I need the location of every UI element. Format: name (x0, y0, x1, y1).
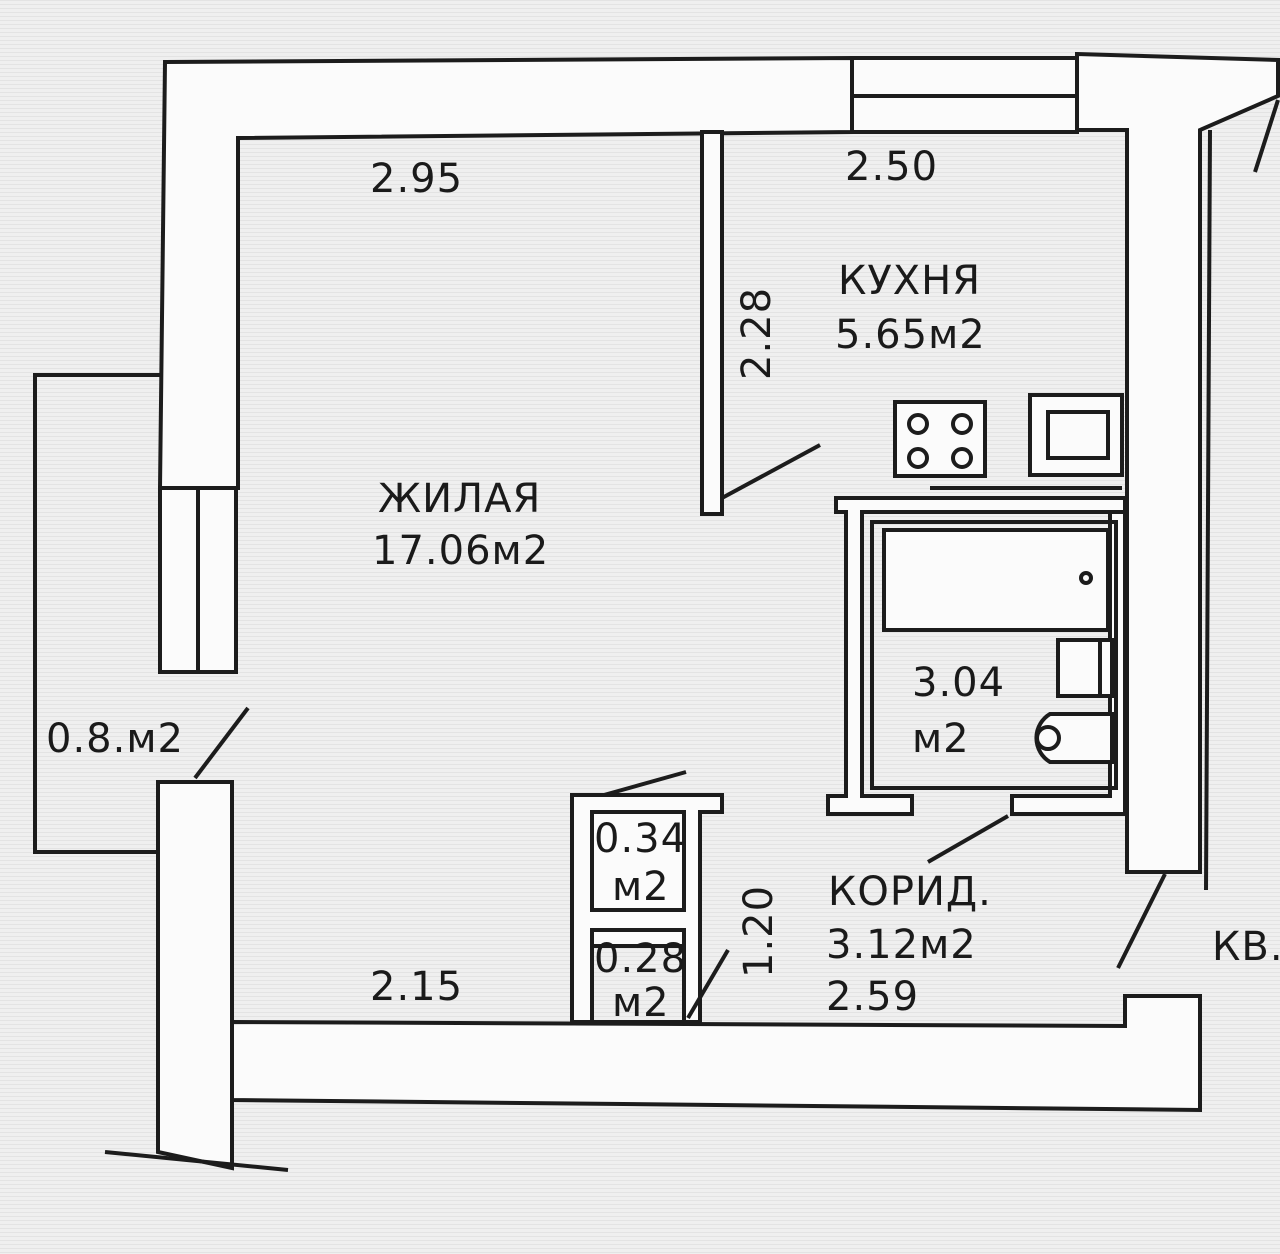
door-entrance (1116, 873, 1167, 969)
dimension-corridor-side: 1.20 (736, 885, 782, 978)
bathtub-drain-icon (1079, 571, 1093, 585)
closet-2-area-value: 0.28 (594, 936, 687, 982)
living-room-area: 17.06м2 (372, 528, 549, 574)
sink-basin-icon (1046, 410, 1110, 460)
dimension-living-top: 2.95 (370, 156, 463, 202)
bathroom-area-value: 3.04 (912, 660, 1005, 706)
wall-edge-east-top (1253, 99, 1280, 173)
bathroom-walls-east (1010, 510, 1127, 816)
dimension-living-bottom: 2.15 (370, 964, 463, 1010)
bathroom-inner (870, 520, 1118, 790)
balcony-outline (33, 373, 160, 854)
stove-burner-icon (951, 447, 973, 469)
stove-burner-icon (907, 447, 929, 469)
toilet-icon (1034, 712, 1114, 764)
corridor-dimension: 2.59 (826, 974, 919, 1020)
living-room-name: ЖИЛАЯ (378, 476, 541, 522)
door-closet-1 (603, 770, 687, 797)
door-balcony (193, 706, 250, 780)
closet-upper-inner (590, 810, 686, 912)
sink-icon (1028, 393, 1124, 477)
outer-wall-south-west (156, 780, 234, 1171)
dimension-kitchen-side: 2.28 (734, 287, 780, 380)
stove-icon (893, 400, 987, 478)
wall-edge-east (1204, 129, 1212, 891)
washbasin-icon (1056, 638, 1114, 698)
apartment-label: КВ. (1212, 924, 1280, 970)
window-north (850, 56, 1079, 98)
window-west-inner (196, 486, 238, 674)
balcony-area: 0.8.м2 (46, 716, 184, 762)
wall-stub-south-west (104, 1150, 289, 1172)
closet-2-area-unit: м2 (612, 980, 670, 1026)
bathroom-area-unit: м2 (912, 716, 970, 762)
partition-living-kitchen (700, 130, 724, 516)
closet-lower-inner (590, 928, 686, 1024)
outer-wall-north-east (1075, 51, 1280, 874)
door-closet-2 (686, 948, 730, 1020)
toilet-bowl-icon (1035, 725, 1061, 751)
stove-burner-icon (951, 413, 973, 435)
kitchen-area: 5.65м2 (835, 312, 986, 358)
stove-burner-icon (907, 413, 929, 435)
kitchen-name: КУХНЯ (838, 258, 981, 304)
dimension-kitchen-top: 2.50 (845, 144, 938, 190)
door-bathroom (927, 814, 1009, 864)
window-west (158, 486, 200, 674)
closet-1-area-unit: м2 (612, 864, 670, 910)
outer-wall-south (230, 994, 1202, 1113)
bathtub-icon (882, 528, 1110, 632)
corridor-name: КОРИД. (828, 869, 992, 915)
window-north-inner (850, 94, 1079, 134)
door-kitchen (721, 443, 821, 500)
closet-1-area-value: 0.34 (594, 816, 687, 862)
corridor-area: 3.12м2 (826, 922, 977, 968)
